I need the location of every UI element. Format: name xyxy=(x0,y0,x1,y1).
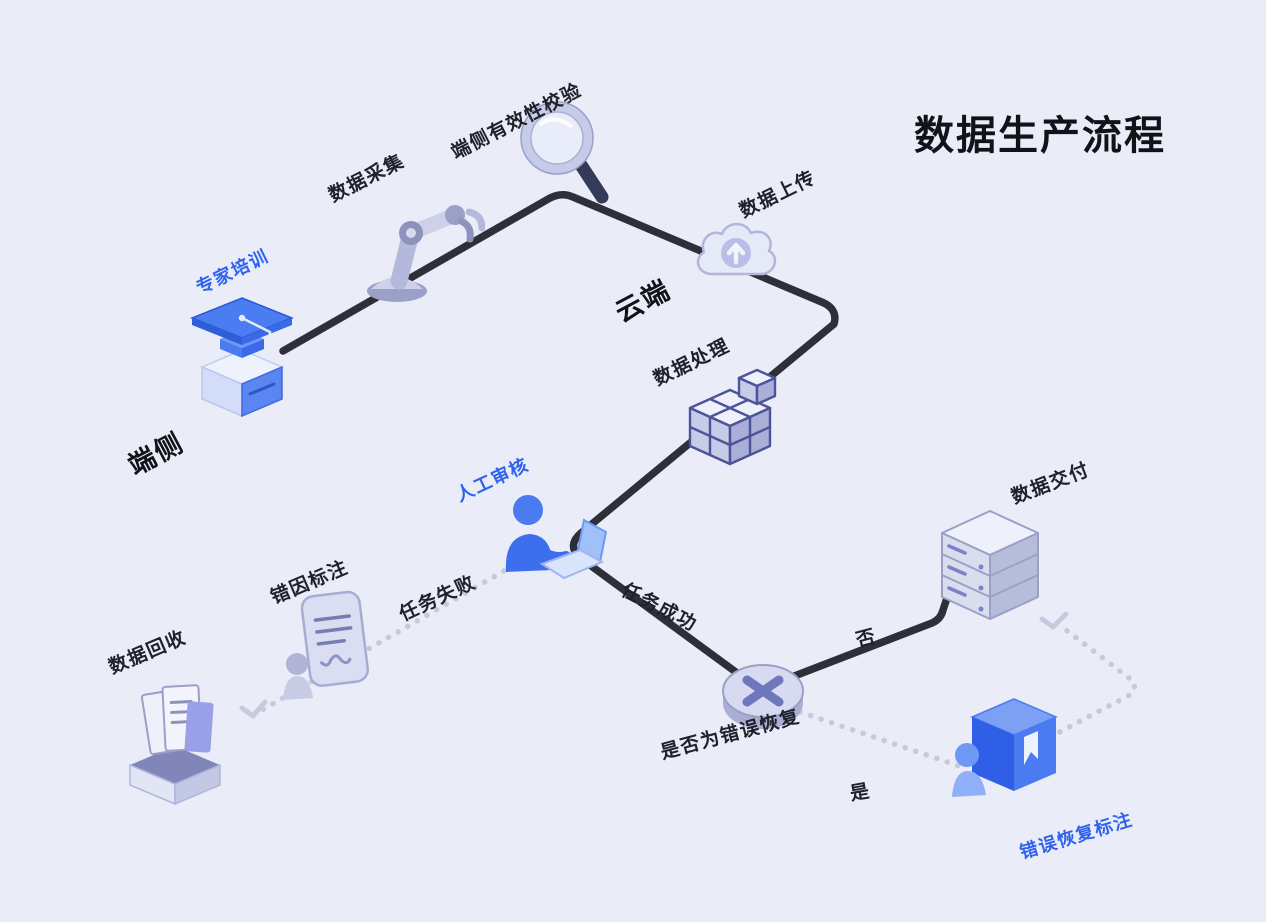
document-person-icon xyxy=(282,588,377,703)
label-task-success: 任务成功 xyxy=(617,579,701,636)
cloud-upload-icon xyxy=(690,212,780,292)
person-laptop-icon xyxy=(492,492,612,592)
delivery-arrow-hook xyxy=(1039,611,1069,630)
zone-label-cloud: 云端 xyxy=(610,274,676,329)
label-data-recycle: 数据回收 xyxy=(105,627,190,679)
recycle-arrow-hook xyxy=(239,699,268,719)
server-icon xyxy=(935,503,1045,623)
label-branch-yes: 是 xyxy=(848,780,873,806)
graduation-cap-icon xyxy=(182,288,302,418)
yes-path xyxy=(797,709,971,772)
label-task-fail: 任务失败 xyxy=(396,571,480,626)
cube-icon xyxy=(675,368,785,468)
zone-label-device: 端侧 xyxy=(123,427,189,482)
robot-arm-icon xyxy=(345,185,485,305)
decision-x-icon xyxy=(718,645,808,737)
label-branch-no: 否 xyxy=(853,626,880,652)
label-error-recovery-annotation: 错误恢复标注 xyxy=(1017,809,1136,863)
label-data-delivery: 数据交付 xyxy=(1008,459,1093,509)
magnifier-icon xyxy=(515,100,615,210)
box-documents-icon xyxy=(120,680,230,805)
diagram-title: 数据生产流程 xyxy=(914,114,1166,158)
book-person-icon xyxy=(952,695,1067,805)
